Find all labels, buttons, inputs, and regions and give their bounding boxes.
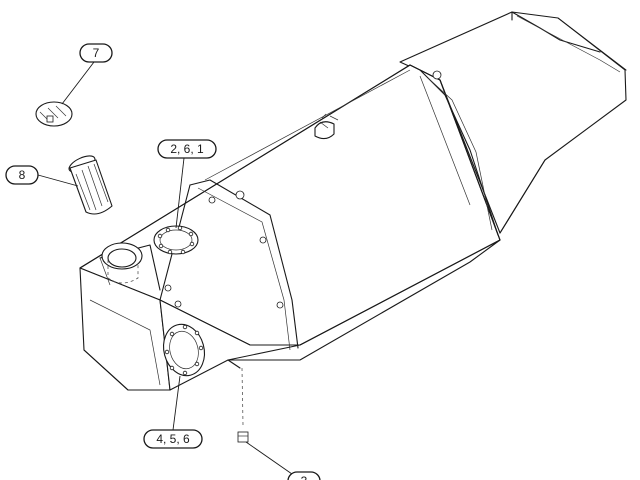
callout-4-5-6: 4, 5, 6: [143, 375, 203, 449]
drain-plug: [237, 367, 249, 443]
callout-7-label: 7: [93, 46, 100, 60]
callout-2-6-1-label: 2, 6, 1: [170, 142, 204, 156]
filler-strainer: [68, 155, 113, 215]
filler-neck: [101, 242, 143, 284]
top-access-cover: [153, 225, 199, 255]
tank-main-body: [79, 64, 501, 391]
callout-8: 8: [5, 165, 79, 187]
level-sender: [314, 113, 339, 140]
callout-3-label: 3: [301, 474, 308, 480]
fuel-cap: [35, 101, 73, 127]
side-access-cover: [162, 323, 206, 377]
callout-7: 7: [61, 43, 113, 105]
callout-4-5-6-label: 4, 5, 6: [156, 432, 190, 446]
callout-2-6-1: 2, 6, 1: [157, 139, 217, 229]
callout-8-label: 8: [19, 168, 26, 182]
tank-rear-section: [399, 11, 627, 234]
callout-3: 3: [245, 441, 321, 480]
